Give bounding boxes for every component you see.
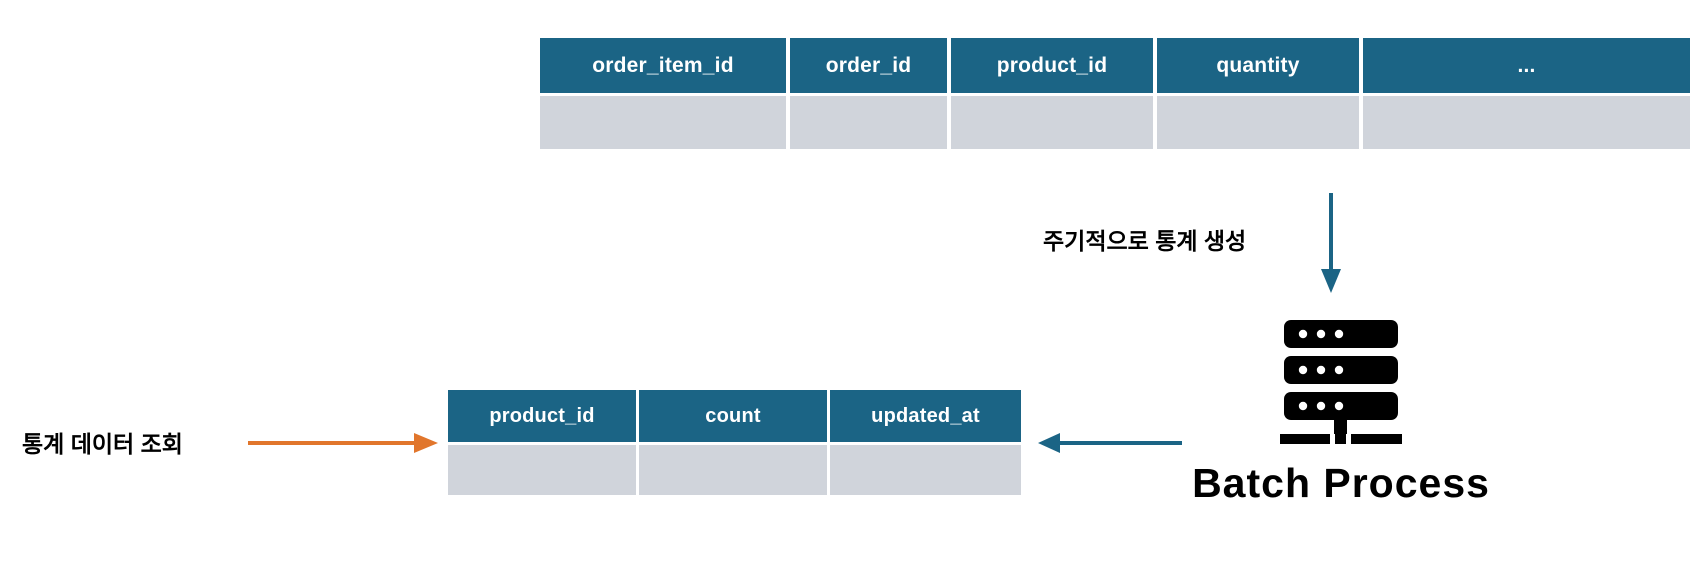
table-product-stats: product_id count updated_at (448, 390, 1021, 495)
server-icon (1280, 320, 1402, 444)
table-cell-order-id (790, 96, 947, 149)
table-cell-updated-at (830, 445, 1021, 495)
column-header-product-id: product_id (951, 38, 1153, 93)
table-cell-quantity (1157, 96, 1359, 149)
table-row (448, 445, 1021, 495)
column-header-ellipsis: ... (1363, 38, 1690, 93)
table-cell-product-id (951, 96, 1153, 149)
column-header-updated-at: updated_at (830, 390, 1021, 442)
column-header-product-id: product_id (448, 390, 636, 442)
label-query-stats: 통계 데이터 조회 (22, 431, 183, 457)
batch-process-caption: Batch Process (1192, 460, 1490, 506)
table-cell-count (639, 445, 827, 495)
table-cell-product-id (448, 445, 636, 495)
column-header-order-id: order_id (790, 38, 947, 93)
arrow-batch-to-stats-table (1038, 433, 1182, 453)
table-cell-ellipsis (1363, 96, 1690, 149)
table-cell-order-item-id (540, 96, 786, 149)
arrow-query-stats (248, 433, 438, 453)
table-header-row: order_item_id order_id product_id quanti… (540, 38, 1690, 93)
table-order-items: order_item_id order_id product_id quanti… (540, 38, 1690, 149)
column-header-order-item-id: order_item_id (540, 38, 786, 93)
column-header-quantity: quantity (1157, 38, 1359, 93)
column-header-count: count (639, 390, 827, 442)
arrow-down-to-batch (1321, 193, 1341, 293)
batch-process-node: Batch Process (1192, 318, 1489, 507)
table-row (540, 96, 1690, 149)
table-header-row: product_id count updated_at (448, 390, 1021, 442)
label-periodic-stats: 주기적으로 통계 생성 (1043, 228, 1247, 254)
